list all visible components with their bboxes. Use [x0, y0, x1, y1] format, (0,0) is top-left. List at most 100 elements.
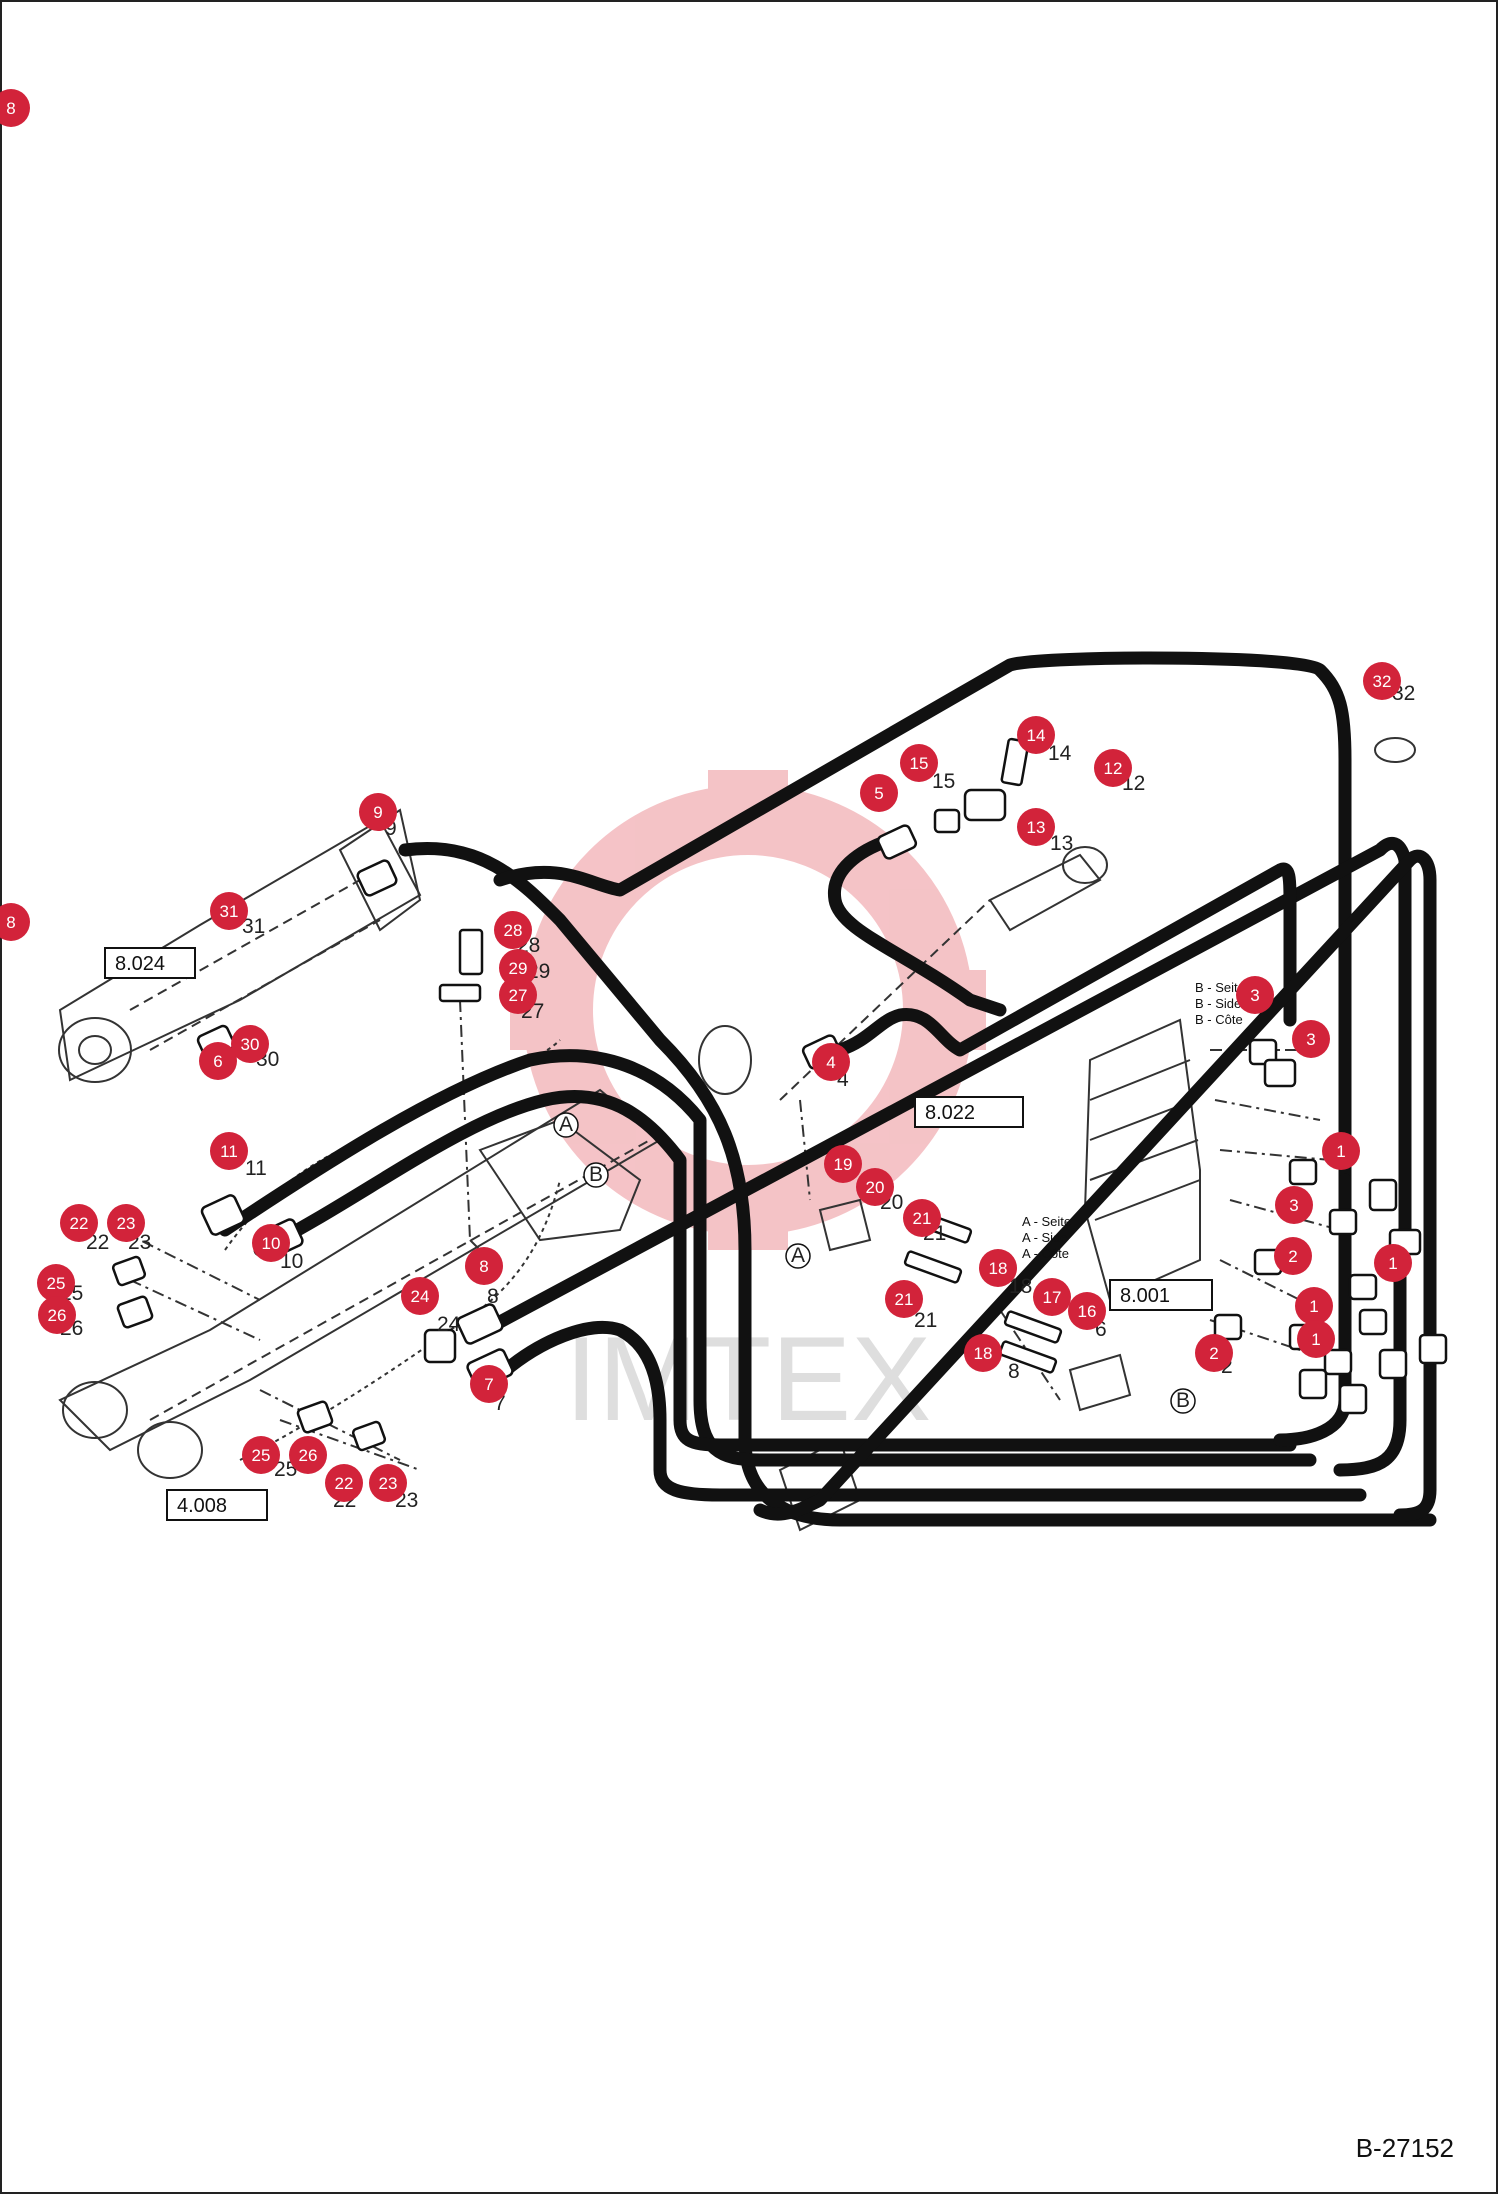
adapter-fitting [296, 1400, 334, 1434]
callout-number: 3 [1289, 1196, 1298, 1215]
callout-number: 31 [220, 902, 239, 921]
valve-fitting [1358, 1308, 1388, 1336]
callout-number: 20 [866, 1178, 885, 1197]
callout-badge-disc [1017, 716, 1055, 754]
callout-number: 14 [1027, 726, 1046, 745]
callout-number: 3 [1306, 1030, 1315, 1049]
callout-badge-disc [1068, 1292, 1106, 1330]
mounting-bolt [1003, 1310, 1063, 1344]
callout-badge-disc [465, 1247, 503, 1285]
connector-marker-ring [1170, 1388, 1196, 1414]
valve-fitting [1213, 1313, 1243, 1341]
item-number: 13 [1050, 832, 1073, 855]
hose-line-8 [828, 833, 1007, 1017]
reference-box: 8.001 [1109, 1279, 1213, 1311]
callout-number: 11 [220, 1142, 238, 1161]
callout-badge: 3 [1236, 976, 1274, 1014]
callout-badge-disc [900, 744, 938, 782]
banjo-fitting [933, 808, 961, 834]
callout-badge: 16 [1068, 1292, 1106, 1330]
reference-box-frame [104, 947, 196, 979]
callout-badge: 8 [0, 89, 30, 127]
callout-number: 2 [1288, 1247, 1297, 1266]
callout-badge: 1 [1295, 1287, 1333, 1325]
a-side-label: A - Side [1022, 1230, 1068, 1245]
reference-box-frame [1109, 1279, 1213, 1311]
callout-number: 15 [910, 754, 929, 773]
item-number: 6 [1095, 1318, 1107, 1341]
callout-badge: 21 [885, 1280, 923, 1318]
item-number: 8 [1008, 1360, 1020, 1383]
callout-number: 23 [379, 1474, 398, 1493]
callout-badge-disc [812, 1043, 850, 1081]
callout-number: 18 [974, 1344, 993, 1363]
cylinder-eye-hole [78, 1035, 112, 1065]
hose-line-7 [833, 862, 1297, 1057]
clamp-plate [438, 983, 482, 1003]
callout-badge-disc [1274, 1237, 1312, 1275]
callout-badge: 28 [494, 911, 532, 949]
reference-box-frame [914, 1096, 1024, 1128]
valve-fitting [1348, 1273, 1378, 1301]
reference-box: 8.022 [914, 1096, 1024, 1128]
callout-number: 25 [47, 1274, 66, 1293]
cylinder-eye [58, 1017, 132, 1083]
callout-badge-disc [1322, 1132, 1360, 1170]
connector-marker-letter: A [559, 1113, 573, 1136]
b-side-label: B - Side [1195, 996, 1241, 1011]
connector-marker-letter: B [589, 1163, 603, 1186]
callout-number: 21 [895, 1290, 914, 1309]
callout-badge-disc [1017, 808, 1055, 846]
hose-line-6 [493, 1320, 1367, 1502]
hose-line-4 [253, 1090, 1297, 1452]
callout-badge: 1 [1374, 1244, 1412, 1282]
callout-number: 1 [1311, 1330, 1320, 1349]
cable-run [239, 1179, 561, 1461]
arm-bracket-outline [478, 1118, 642, 1242]
adapter-fitting [351, 1420, 387, 1452]
callout-badge-disc [1374, 1244, 1412, 1282]
callout-badge: 20 [856, 1168, 894, 1206]
callout-badge: 21 [903, 1199, 941, 1237]
callout-badge: 29 [499, 949, 537, 987]
callout-number: 28 [504, 921, 523, 940]
valve-sections [1089, 1059, 1201, 1221]
callout-badge-disc [1094, 749, 1132, 787]
callout-badge: 10 [252, 1224, 290, 1262]
callout-number: 16 [1078, 1302, 1097, 1321]
callout-badge-disc [359, 793, 397, 831]
callout-badge: 8 [0, 903, 30, 941]
callout-badge-disc [325, 1464, 363, 1502]
callout-badge-disc [856, 1168, 894, 1206]
cylinder-axis [129, 879, 381, 1051]
callout-number: 32 [1373, 672, 1392, 691]
hose-line-11 [1333, 1228, 1407, 1477]
callout-badge-disc [107, 1204, 145, 1242]
callout-badge: 22 [325, 1464, 363, 1502]
callout-number: 6 [213, 1052, 222, 1071]
callout-number: 21 [913, 1209, 932, 1228]
callout-badge-disc [38, 1296, 76, 1334]
distribution-block-a [818, 1198, 872, 1252]
callout-badge-disc [37, 1264, 75, 1302]
connector-marker-letter: A [791, 1244, 805, 1267]
callout-number: 7 [484, 1375, 493, 1394]
b-side-label: B - Côte [1195, 1012, 1243, 1027]
document-code: B-27152 [1355, 2133, 1454, 2163]
callout-badge: 2 [1195, 1334, 1233, 1372]
callout-badge-disc [860, 774, 898, 812]
callout-badge: 23 [107, 1204, 145, 1242]
item-number: 10 [280, 1250, 303, 1273]
elbow-fitting [1298, 1368, 1328, 1400]
callout-badge: 3 [1275, 1186, 1313, 1224]
callout-number: 26 [48, 1306, 67, 1325]
reference-box-frame [166, 1489, 268, 1521]
swivel-joint [698, 1025, 752, 1095]
banjo-bolt-body [963, 788, 1007, 822]
hose-fitting [423, 1328, 457, 1364]
callout-badge: 1 [1322, 1132, 1360, 1170]
callout-badge: 23 [369, 1464, 407, 1502]
